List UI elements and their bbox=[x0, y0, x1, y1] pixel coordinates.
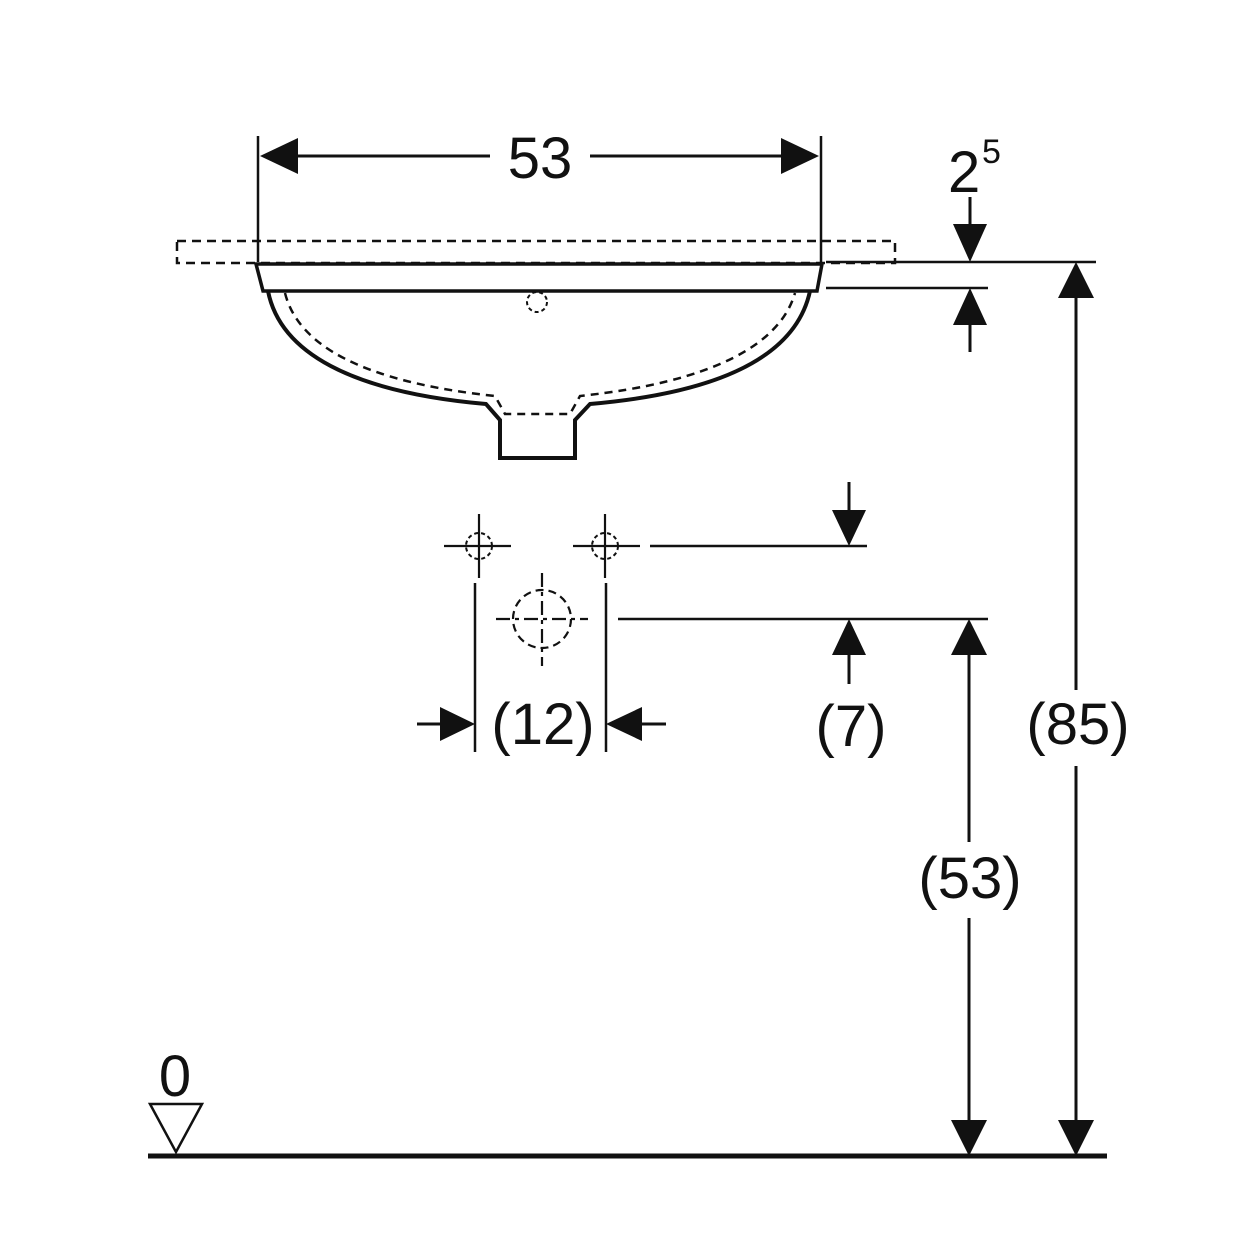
tap-spacing-dimension bbox=[417, 583, 666, 752]
tap-hole-right bbox=[573, 514, 640, 578]
rim-height-dimension bbox=[1058, 262, 1094, 1156]
arrow-down-icon bbox=[832, 510, 866, 546]
arrow-up-icon bbox=[1058, 262, 1094, 298]
tap-spacing-label: (12) bbox=[491, 692, 594, 757]
tap-hole-left bbox=[444, 514, 511, 578]
level-triangle-icon bbox=[147, 1102, 205, 1155]
arrow-left-icon bbox=[260, 138, 298, 174]
waste-height-label: (53) bbox=[918, 846, 1021, 911]
arrow-up-icon bbox=[832, 619, 866, 655]
rim-thickness-dimension bbox=[826, 197, 1096, 352]
overflow-hole bbox=[526, 291, 548, 313]
tap-offset-label: (7) bbox=[816, 694, 887, 759]
rim-height-label: (85) bbox=[1026, 692, 1129, 757]
floor-level-label: 0 bbox=[159, 1044, 191, 1109]
arrow-up-icon bbox=[951, 619, 987, 655]
arrow-right-icon bbox=[781, 138, 819, 174]
countertop-outline bbox=[175, 239, 897, 265]
waste-height-dimension bbox=[951, 619, 987, 1156]
washbasin bbox=[253, 262, 825, 460]
rim-thickness-superscript: 5 bbox=[982, 133, 1001, 171]
waste-outlet-position bbox=[496, 573, 588, 666]
width-dimension bbox=[256, 136, 823, 262]
arrow-down-icon bbox=[1058, 1120, 1094, 1156]
arrow-right-icon bbox=[440, 707, 475, 741]
arrow-left-icon bbox=[606, 707, 642, 741]
rim-thickness-label: 2 bbox=[948, 140, 980, 205]
arrow-up-icon bbox=[953, 288, 987, 325]
width-label: 53 bbox=[508, 126, 573, 191]
arrow-down-icon bbox=[951, 1120, 987, 1156]
arrow-down-icon bbox=[953, 224, 987, 262]
tap-offset-dimension bbox=[618, 482, 988, 684]
